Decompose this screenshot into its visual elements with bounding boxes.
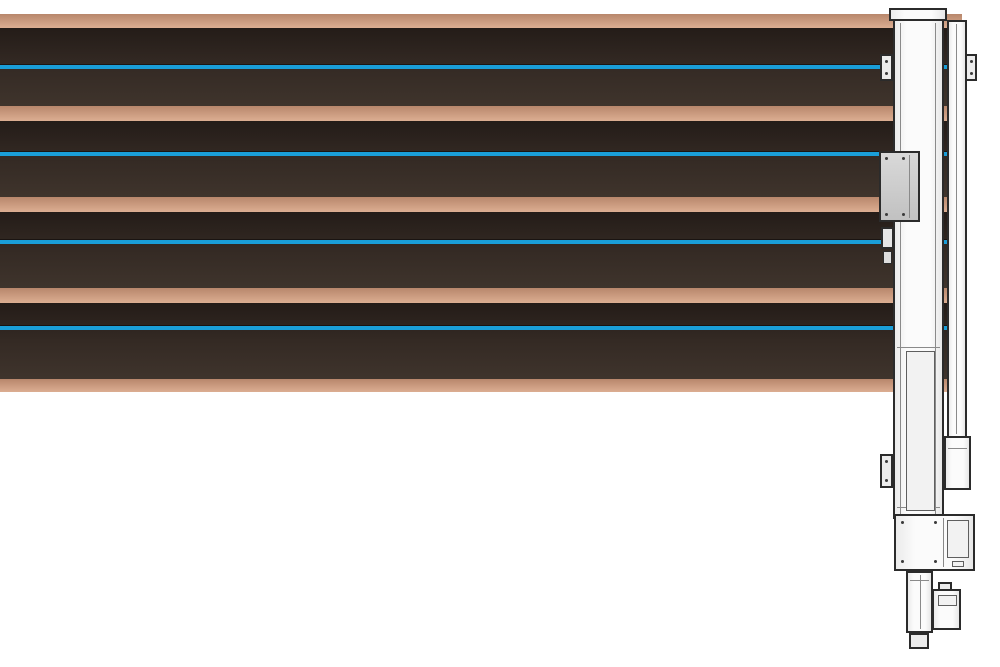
actuator-main-rail bbox=[893, 19, 944, 519]
screw-dot bbox=[885, 213, 888, 216]
mounting-clip-top-right bbox=[965, 54, 977, 81]
motor-center-line bbox=[920, 575, 921, 629]
screw-dot bbox=[885, 157, 888, 160]
rail-edge-line bbox=[900, 23, 901, 515]
assembly-inner-plate bbox=[947, 520, 969, 558]
side-module bbox=[932, 589, 961, 630]
screw-dot bbox=[901, 560, 904, 563]
rail-edge-line bbox=[935, 23, 936, 515]
rail-divider-line bbox=[897, 347, 940, 348]
dark-lane bbox=[0, 121, 962, 197]
lane-guide-line bbox=[0, 65, 962, 69]
assembly-divider-line bbox=[943, 518, 944, 567]
screw-dot bbox=[901, 521, 904, 524]
side-module-vent bbox=[938, 595, 957, 606]
lane-separator-strip bbox=[0, 106, 962, 121]
secondary-rail-end-block bbox=[944, 436, 971, 490]
screw-dot bbox=[934, 560, 937, 563]
lane-guide-line bbox=[0, 326, 962, 330]
screw-dot bbox=[885, 479, 888, 482]
mounting-clip-lower-left bbox=[880, 454, 893, 488]
rail-slot bbox=[906, 351, 935, 511]
lane-separator-strip bbox=[0, 288, 962, 303]
actuator-secondary-rail bbox=[947, 20, 967, 438]
lane-guide-line bbox=[0, 240, 962, 244]
screw-dot bbox=[934, 521, 937, 524]
screw-dot bbox=[970, 72, 973, 75]
lane-guide-line bbox=[0, 152, 962, 156]
dark-lane bbox=[0, 212, 962, 288]
motor-cap-line bbox=[910, 580, 929, 581]
dark-lane bbox=[0, 28, 962, 106]
cable-bracket-upper bbox=[881, 227, 894, 249]
dark-lane bbox=[0, 303, 962, 379]
base-assembly bbox=[894, 514, 975, 571]
lane-separator-strip bbox=[0, 14, 962, 28]
screw-dot bbox=[902, 213, 905, 216]
screw-dot bbox=[885, 60, 888, 63]
screw-dot bbox=[970, 60, 973, 63]
rail-edge-line bbox=[956, 24, 957, 434]
carriage-edge-line bbox=[909, 155, 910, 218]
carriage-block bbox=[879, 151, 920, 222]
screw-dot bbox=[902, 157, 905, 160]
screw-dot bbox=[885, 72, 888, 75]
cable-bracket-lower bbox=[883, 251, 892, 264]
mounting-clip-top-left bbox=[880, 54, 893, 81]
lane-separator-strip bbox=[0, 379, 962, 392]
rail-divider-line bbox=[948, 448, 967, 449]
motor-housing bbox=[906, 571, 933, 633]
lane-separator-strip bbox=[0, 197, 962, 212]
motor-end-cap bbox=[909, 633, 929, 649]
screw-dot bbox=[885, 460, 888, 463]
assembly-bottom-tab bbox=[952, 561, 964, 567]
